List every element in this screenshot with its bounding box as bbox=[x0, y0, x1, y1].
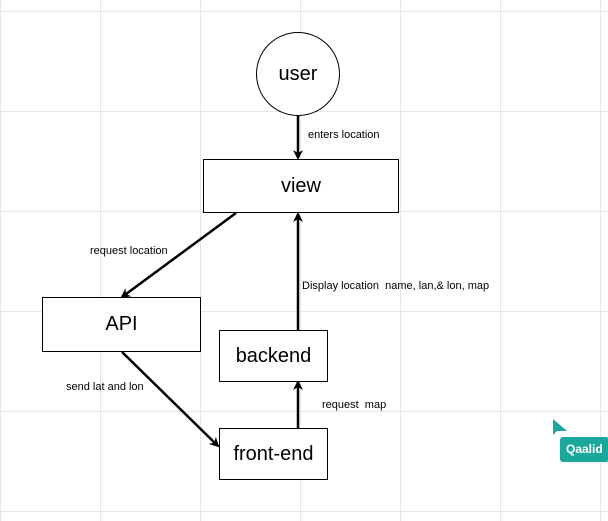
view-node-label: view bbox=[280, 174, 321, 197]
view-node[interactable]: view bbox=[203, 159, 399, 213]
user-node[interactable]: user bbox=[256, 32, 340, 116]
edge-api-to-frontend[interactable] bbox=[121, 351, 220, 448]
frontend-node[interactable]: front-end bbox=[219, 428, 328, 480]
api-node[interactable]: API bbox=[42, 297, 201, 352]
edge-label-display-location: Display location name, lan,& lon, map bbox=[302, 280, 490, 292]
user-node-label: user bbox=[278, 62, 318, 85]
collaborator-cursor-icon bbox=[553, 419, 567, 435]
backend-node[interactable]: backend bbox=[219, 330, 328, 382]
collaborator-name-tag: Qaalid bbox=[560, 437, 608, 462]
backend-node-label: backend bbox=[235, 344, 312, 367]
edge-label-request-map: request map bbox=[322, 399, 387, 411]
edge-label-request-location: request location bbox=[90, 245, 168, 257]
api-node-label: API bbox=[105, 313, 138, 335]
edge-label-send-lat-lon: send lat and lon bbox=[66, 381, 144, 393]
edge-view-to-api[interactable] bbox=[120, 211, 237, 299]
edge-label-enters-location: enters location bbox=[308, 129, 380, 141]
frontend-node-label: front-end bbox=[233, 442, 314, 465]
